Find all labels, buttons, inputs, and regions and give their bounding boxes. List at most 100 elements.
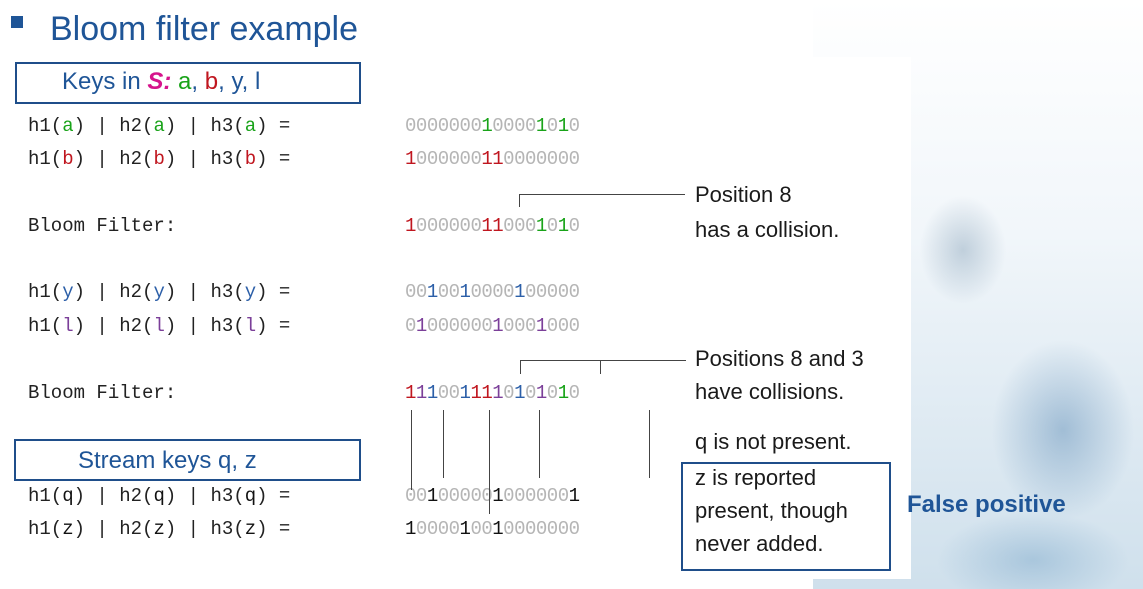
bit: 0 [448, 215, 460, 237]
bit: 0 [503, 281, 515, 303]
bit: 0 [426, 115, 438, 137]
lookup-line-2 [443, 410, 444, 478]
bit: 0 [524, 518, 536, 540]
bit: 0 [503, 382, 515, 404]
hash-key: q [244, 485, 257, 507]
bit: 0 [415, 215, 427, 237]
bit: 0 [524, 382, 536, 404]
lookup-line-1 [411, 410, 412, 490]
bit: 0 [437, 148, 449, 170]
hash-expression: ) | h3( [164, 485, 245, 507]
collision-tick-1 [519, 194, 520, 207]
hash-expression: ) | h3( [164, 281, 245, 303]
bit: 1 [481, 382, 493, 404]
bit: 0 [535, 148, 547, 170]
bit: 0 [568, 281, 580, 303]
bit: 0 [426, 315, 438, 337]
hash-expression: h1( [28, 148, 63, 170]
hash-key: b [153, 148, 165, 170]
keys-box [15, 62, 361, 104]
filter-bits: 1000000110001010 [405, 215, 580, 237]
bloom-filter-label-2: Bloom Filter: [28, 382, 177, 404]
z-note-line1: z is reported [695, 465, 817, 490]
hash-expression: h1( [28, 315, 63, 337]
bit: 1 [415, 382, 427, 404]
bit: 0 [405, 115, 416, 137]
hash-key: q [153, 485, 165, 507]
bit: 0 [568, 148, 580, 170]
bit: 0 [481, 485, 493, 507]
keys-prefix: Keys in [62, 68, 148, 95]
hash-expression: ) | h3( [164, 115, 245, 137]
hash-key: b [244, 148, 257, 170]
hash-row: h1(b) | h2(b) | h3(b) = [28, 148, 290, 170]
q-not-present-note: q is not present. [695, 429, 852, 454]
bit: 0 [415, 518, 427, 540]
bit: 1 [459, 281, 471, 303]
hash-expression: ) = [256, 148, 291, 170]
hash-expression: ) | h2( [73, 281, 154, 303]
bit: 1 [459, 382, 471, 404]
bit: 0 [557, 315, 569, 337]
hash-key: y [153, 281, 165, 303]
bit: 0 [514, 115, 525, 137]
collision-note-2-line2: have collisions. [695, 379, 845, 404]
bit: 1 [492, 518, 504, 540]
bit: 0 [415, 115, 427, 137]
hash-key: l [244, 315, 257, 337]
bit: 1 [481, 148, 493, 170]
bit: 0 [426, 518, 438, 540]
lookup-line-3 [489, 410, 490, 514]
bit: 0 [437, 215, 449, 237]
bit: 0 [546, 281, 558, 303]
hash-expression: ) = [256, 485, 291, 507]
hash-expression: ) = [256, 281, 291, 303]
bit: 1 [481, 115, 493, 137]
bit: 0 [514, 518, 525, 540]
hash-expression: ) = [256, 315, 291, 337]
hash-key: a [153, 115, 165, 137]
bit: 0 [535, 485, 547, 507]
bit: 1 [514, 382, 525, 404]
hash-key: z [153, 518, 165, 540]
key-separator: , [191, 68, 205, 95]
hash-expression: ) | h2( [73, 315, 154, 337]
bit: 0 [546, 485, 558, 507]
hash-row: h1(q) | h2(q) | h3(q) = [28, 485, 290, 507]
bit: 0 [503, 315, 515, 337]
bit: 0 [546, 518, 558, 540]
bit: 1 [535, 315, 547, 337]
lookup-line-4 [539, 410, 540, 478]
filter-bits: 1110011110101010 [405, 382, 580, 404]
bit: 0 [437, 281, 449, 303]
bit: 1 [405, 148, 416, 170]
bit: 0 [459, 148, 471, 170]
key-separator: , [241, 68, 256, 95]
hash-row: h1(y) | h2(y) | h3(y) = [28, 281, 290, 303]
bit: 0 [524, 115, 536, 137]
bit: 0 [514, 315, 525, 337]
bit: 0 [535, 281, 547, 303]
hash-key: b [62, 148, 74, 170]
bit: 0 [557, 485, 569, 507]
bit: 1 [535, 382, 547, 404]
collision-note-2-line1: Positions 8 and 3 [695, 346, 864, 371]
false-positive-label: False positive [907, 491, 1066, 518]
hash-expression: ) | h2( [73, 148, 154, 170]
bit: 1 [568, 485, 580, 507]
hash-expression: h1( [28, 518, 63, 540]
bit: 1 [426, 281, 438, 303]
hash-row: h1(z) | h2(z) | h3(z) = [28, 518, 290, 540]
bit: 0 [546, 148, 558, 170]
bit: 1 [492, 382, 504, 404]
bit: 1 [470, 382, 482, 404]
bit: 0 [568, 382, 580, 404]
bit: 0 [524, 148, 536, 170]
bit: 0 [437, 115, 449, 137]
bit: 0 [437, 315, 449, 337]
bit: 0 [405, 315, 416, 337]
bit: 0 [459, 315, 471, 337]
collision-note-1-line1: Position 8 [695, 182, 792, 207]
bit: 0 [568, 115, 580, 137]
bit: 1 [459, 518, 471, 540]
